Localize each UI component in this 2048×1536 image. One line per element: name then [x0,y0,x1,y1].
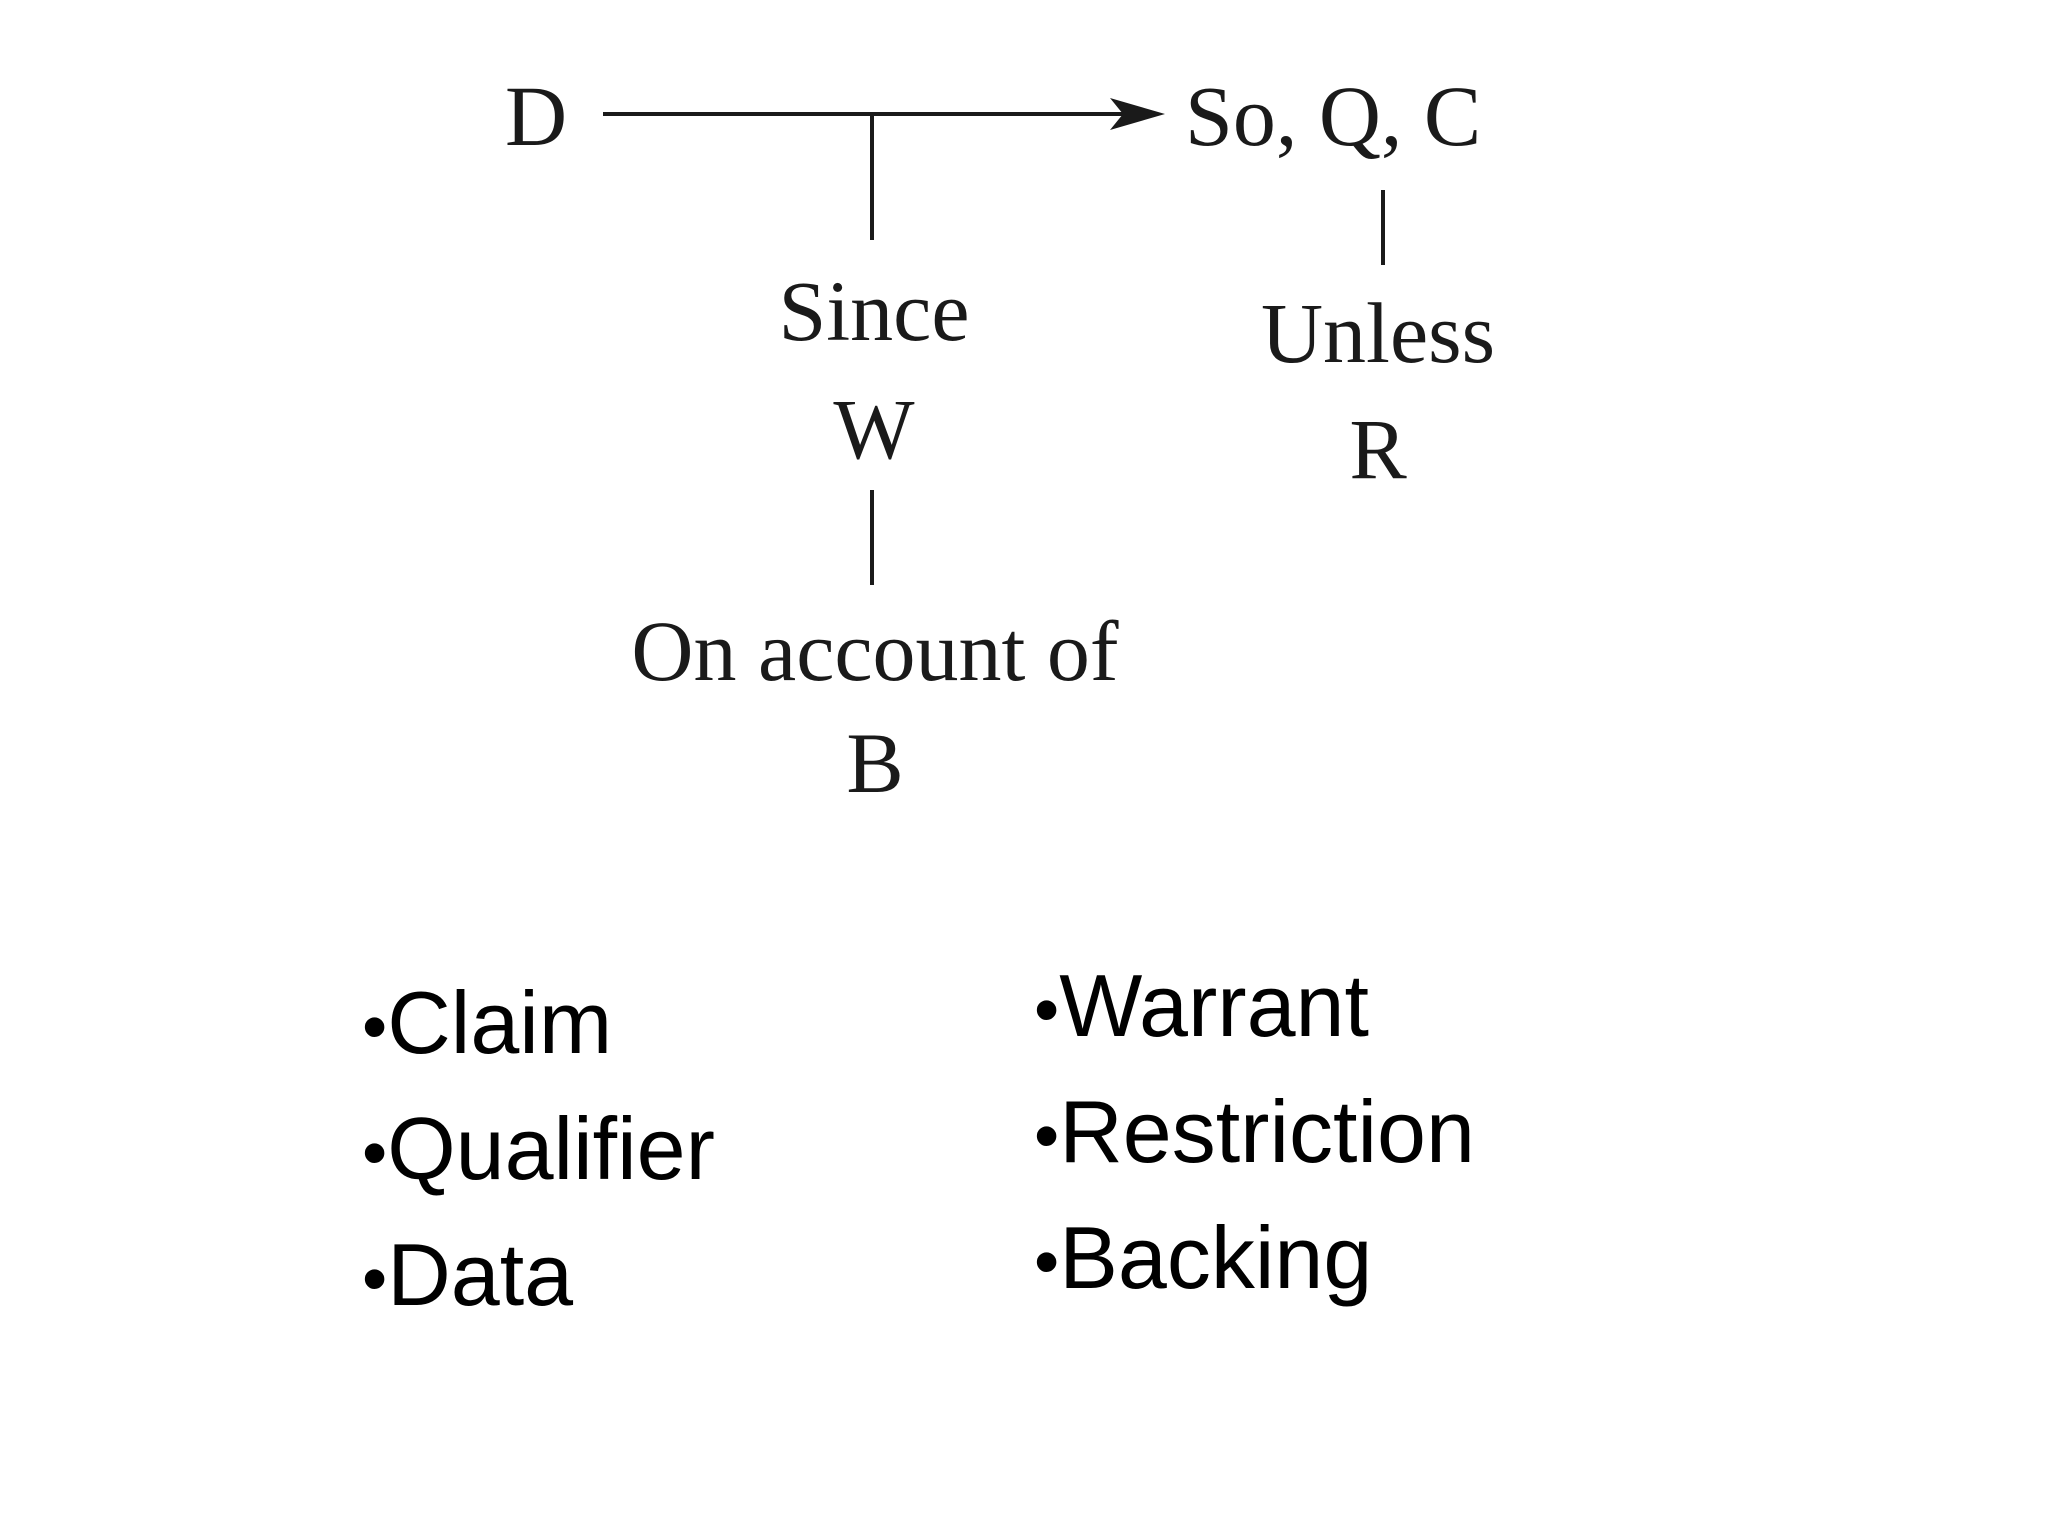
list-item: •Data [362,1214,715,1340]
bullet-icon: • [362,1239,388,1319]
conclusion-label: So, Q, C [1185,68,1481,164]
toulmin-diagram: D So, Q, C Since W On account of B Unles… [505,68,1495,811]
list-item-label: Qualifier [387,1099,715,1198]
rebuttal-label: R [1349,401,1407,497]
list-item: •Claim [362,962,715,1088]
warrant-label: W [833,381,914,477]
list-item: •Warrant [1034,945,1475,1071]
bullet-icon: • [1034,1096,1060,1176]
arrow-head-icon [1110,98,1165,130]
warrant-prefix: Since [778,263,969,359]
list-item: •Restriction [1034,1071,1475,1197]
bullet-icon: • [362,1113,388,1193]
list-item: •Backing [1034,1197,1475,1323]
list-item-label: Claim [387,973,613,1072]
list-item-label: Warrant [1059,956,1369,1055]
list-item: •Qualifier [362,1088,715,1214]
bullet-icon: • [362,987,388,1067]
data-label: D [505,68,567,164]
backing-prefix: On account of [631,603,1119,699]
legend-left-list: •Claim •Qualifier •Data [362,962,715,1340]
list-item-label: Data [387,1225,574,1324]
bullet-icon: • [1034,1222,1060,1302]
list-item-label: Restriction [1059,1082,1475,1181]
legend-right-list: •Warrant •Restriction •Backing [1034,945,1475,1323]
bullet-icon: • [1034,970,1060,1050]
rebuttal-prefix: Unless [1261,285,1495,381]
backing-label: B [846,715,903,811]
list-item-label: Backing [1059,1208,1373,1307]
